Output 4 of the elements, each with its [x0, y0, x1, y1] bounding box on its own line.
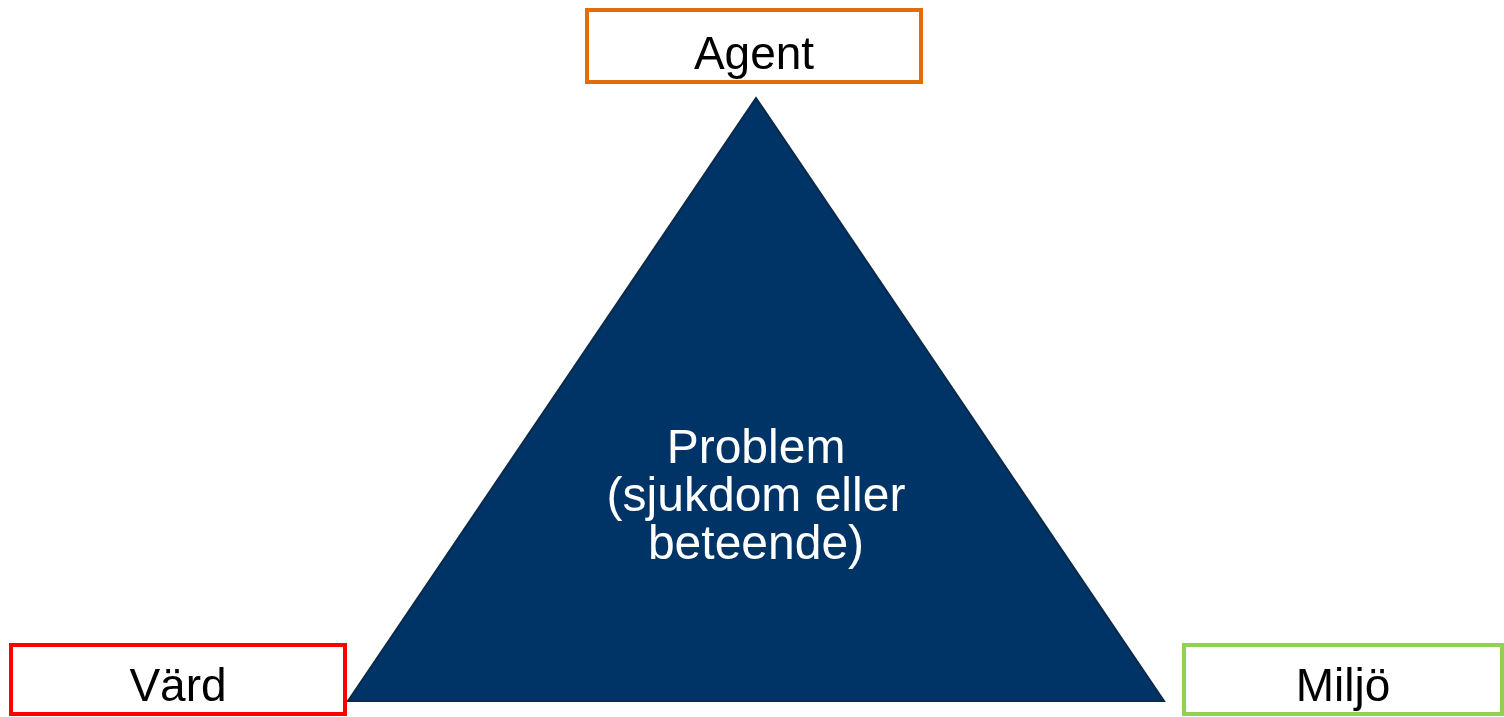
triangle-label: Problem (sjukdom eller beteende): [606, 423, 906, 567]
label-box: Agent: [585, 8, 923, 84]
label-box: Miljö: [1182, 643, 1504, 716]
label-box: Värd: [9, 643, 347, 716]
